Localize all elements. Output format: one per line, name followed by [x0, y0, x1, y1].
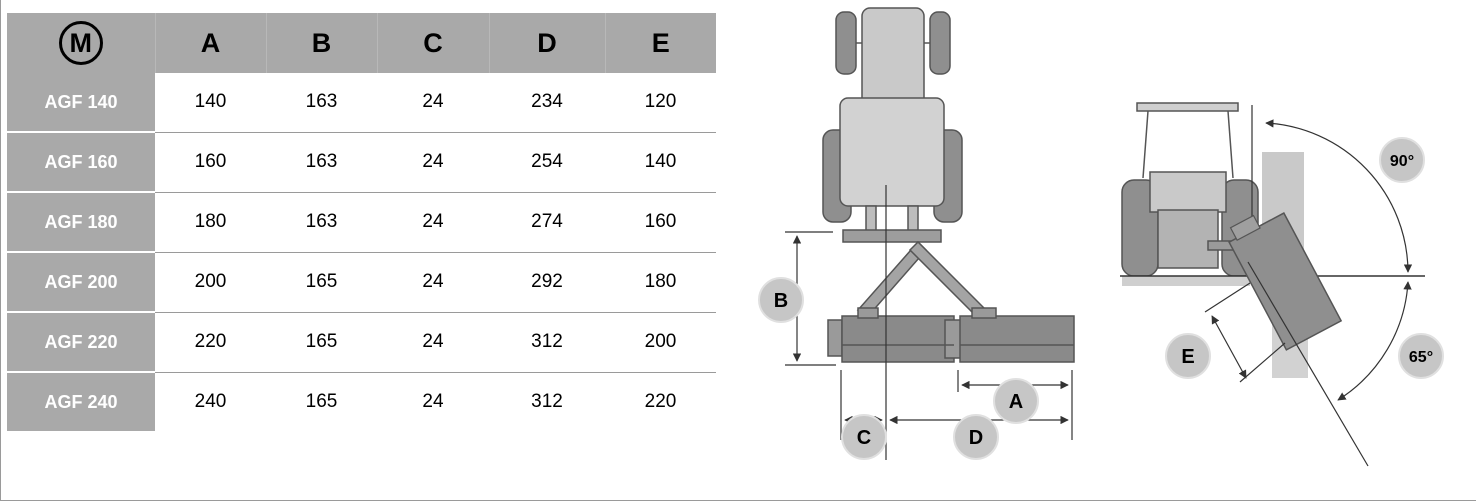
- column-header-a: A: [155, 13, 267, 73]
- badge-a-label: A: [1009, 391, 1023, 413]
- column-header-e: E: [605, 13, 716, 73]
- value-cell: 220: [155, 312, 266, 373]
- value-cell: 24: [377, 192, 489, 253]
- badge-c-label: C: [857, 427, 871, 449]
- model-cell: AGF 220: [7, 312, 155, 373]
- value-cell: 292: [489, 252, 605, 313]
- badge-b: B: [758, 277, 804, 323]
- badge-e-label: E: [1181, 346, 1194, 368]
- column-header-b: B: [266, 13, 378, 73]
- value-cell: 24: [377, 132, 489, 193]
- model-column-header: M: [7, 13, 156, 73]
- model-cell: AGF 240: [7, 372, 155, 431]
- table-row: AGF 200 200 165 24 292 180: [7, 252, 716, 313]
- badge-d: D: [953, 414, 999, 460]
- ground-strip: [1122, 276, 1250, 286]
- badge-90: 90°: [1379, 137, 1425, 183]
- value-cell: 140: [605, 132, 716, 193]
- angle-lines: [1204, 119, 1413, 467]
- value-cell: 165: [266, 372, 377, 431]
- value-cell: 24: [377, 252, 489, 313]
- value-cell: 24: [377, 73, 489, 133]
- badge-d-label: D: [969, 427, 983, 449]
- table-row: AGF 160 160 163 24 254 140: [7, 132, 716, 193]
- model-cell: AGF 140: [7, 73, 155, 133]
- table-row: AGF 140 140 163 24 234 120: [7, 73, 716, 133]
- value-cell: 254: [489, 132, 605, 193]
- m-logo-icon: M: [58, 21, 103, 65]
- value-cell: 274: [489, 192, 605, 253]
- value-cell: 160: [605, 192, 716, 253]
- angle-down-label: 65°: [1409, 349, 1433, 366]
- value-cell: 163: [266, 132, 377, 193]
- badge-e: E: [1165, 333, 1211, 379]
- badge-c: C: [841, 414, 887, 460]
- value-cell: 165: [266, 312, 377, 373]
- table-row: AGF 180 180 163 24 274 160: [7, 192, 716, 253]
- value-cell: 165: [266, 252, 377, 313]
- value-cell: 200: [605, 312, 716, 373]
- value-cell: 234: [489, 73, 605, 133]
- value-cell: 312: [489, 312, 605, 373]
- column-header-c: C: [377, 13, 490, 73]
- tractor-top-view: [822, 7, 1075, 363]
- value-cell: 24: [377, 372, 489, 431]
- value-cell: 160: [155, 132, 266, 193]
- table-row: AGF 220 220 165 24 312 200: [7, 312, 716, 373]
- badge-65: 65°: [1398, 333, 1444, 379]
- angle-up-label: 90°: [1390, 153, 1414, 170]
- table-header-row: M A B C D E: [7, 13, 716, 73]
- value-cell: 163: [266, 73, 377, 133]
- badge-b-label: B: [774, 290, 788, 312]
- model-cell: AGF 200: [7, 252, 155, 313]
- badge-a: A: [993, 378, 1039, 424]
- value-cell: 120: [605, 73, 716, 133]
- value-cell: 200: [155, 252, 266, 313]
- value-cell: 163: [266, 192, 377, 253]
- model-cell: AGF 160: [7, 132, 155, 193]
- model-cell: AGF 180: [7, 192, 155, 253]
- value-cell: 140: [155, 73, 266, 133]
- value-cell: 240: [155, 372, 266, 431]
- column-header-d: D: [489, 13, 606, 73]
- value-cell: 180: [605, 252, 716, 313]
- value-cell: 24: [377, 312, 489, 373]
- mower-diagram: B A C D E 90° 65°: [758, 7, 1444, 467]
- dimensions-table: M A B C D E AGF 140 140 163 24 234 120 A…: [7, 13, 716, 431]
- value-cell: 312: [489, 372, 605, 431]
- table-row: AGF 240 240 165 24 312 220: [7, 372, 716, 431]
- value-cell: 220: [605, 372, 716, 431]
- value-cell: 180: [155, 192, 266, 253]
